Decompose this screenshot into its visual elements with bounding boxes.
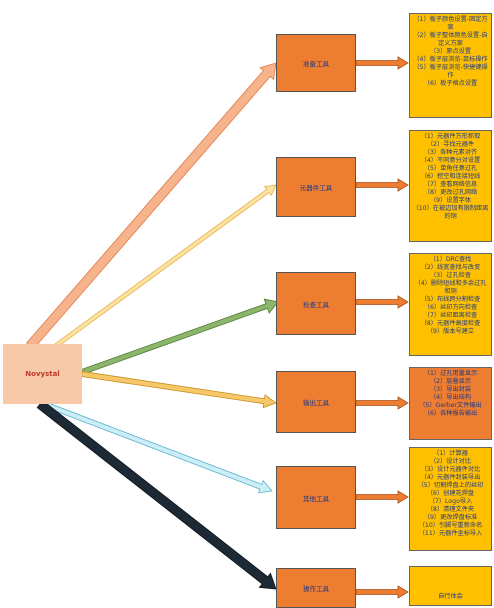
- detail-item: （6）挖空和连接短线: [420, 173, 481, 180]
- arrow-to-component: [48, 184, 277, 353]
- detail-item: （8）清理文件夹: [426, 506, 475, 513]
- detail-item: （6）创建花焊盘: [426, 490, 475, 497]
- detail-item: （2）层叠显示: [429, 378, 472, 385]
- category-node-output: 输出工具: [276, 371, 356, 433]
- detail-item: （7）Logo导入: [428, 498, 473, 505]
- category-label: 准备工具: [303, 60, 329, 68]
- detail-item: （6）丝印方向检查: [423, 304, 478, 311]
- detail-item: （1）DRC查找: [429, 256, 472, 263]
- detail-item: （3）导出封装: [429, 386, 472, 393]
- detail-item: （10）引脚号重新命名: [418, 522, 483, 529]
- link-arrow-prepare: [355, 56, 409, 70]
- category-node-operate: 操作工具: [276, 568, 356, 608]
- detail-item: （2）线宽查找与改变: [420, 264, 481, 271]
- category-label: 其他工具: [303, 494, 329, 503]
- arrow-to-check: [80, 298, 279, 375]
- link-arrow-output: [355, 396, 409, 410]
- category-node-check: 检查工具: [276, 272, 356, 335]
- category-label: 输出工具: [303, 399, 329, 407]
- detail-item: （4）板子层浏览-鼠标操作: [413, 56, 488, 63]
- detail-item: （1）元器件方形抓取: [420, 133, 481, 140]
- detail-item: （4）元器件封装导出: [420, 474, 481, 481]
- detail-item: （3）各种元素对齐: [423, 149, 478, 156]
- detail-item: （3）原点设置: [429, 48, 472, 55]
- detail-item: （7）查看网络信息: [423, 181, 478, 188]
- detail-item: （2）设计对比: [429, 458, 472, 465]
- detail-item: （1）板子颜色设置-固定方案: [413, 16, 488, 31]
- detail-item: （2）板子整体颜色设置-自定义方案: [413, 32, 488, 47]
- detail-item: （4）导出结构: [429, 394, 472, 401]
- category-label: 检查工具: [303, 300, 329, 309]
- detail-item: （5）Gerber文件输出: [419, 402, 482, 409]
- root-label: Novystal: [25, 370, 60, 378]
- arrow-to-output: [81, 371, 277, 409]
- category-label: 操作工具: [303, 585, 329, 593]
- category-node-other: 其他工具: [276, 466, 356, 529]
- detail-item: （11）元器件坐标导入: [418, 530, 483, 537]
- detail-box-prepare: （1）板子颜色设置-固定方案 （2）板子整体颜色设置-自定义方案 （3）原点设置…: [409, 13, 492, 118]
- detail-item: （5）板子层浏览-快捷键操作: [413, 64, 488, 79]
- detail-item: （4）删除短线和多余过孔和铜: [414, 280, 487, 295]
- category-node-component: 元器件工具: [276, 157, 356, 217]
- detail-item: （9）更改焊盘标准: [423, 514, 478, 521]
- detail-item: （1）计算器: [433, 450, 468, 457]
- detail-item: （5）布线跨分割检查: [420, 296, 481, 303]
- root-node: Novystal: [3, 344, 82, 404]
- detail-item: （1）过孔用量显示: [423, 370, 478, 377]
- arrow-to-operate: [36, 399, 277, 590]
- detail-item: （9）版本号建立: [426, 328, 475, 335]
- detail-item: 自行体会: [438, 593, 463, 600]
- category-node-prepare: 准备工具: [276, 34, 356, 92]
- detail-item: （4）不同意分对设置: [420, 157, 481, 164]
- detail-box-check: （1）DRC查找 （2）线宽查找与改变 （3）过孔检查 （4）删除短线和多余过孔…: [409, 253, 492, 356]
- detail-item: （6）板子格点设置: [423, 80, 478, 87]
- link-arrow-operate: [355, 585, 409, 599]
- category-label: 元器件工具: [299, 184, 333, 192]
- detail-box-component: （1）元器件方形抓取 （2）寻找元器件 （3）各种元素对齐 （4）不同意分对设置…: [409, 130, 492, 242]
- link-arrow-component: [355, 178, 409, 192]
- arrow-to-other: [42, 401, 273, 494]
- detail-item: （2）寻找元器件: [426, 141, 475, 148]
- detail-item: （8）元器件高度检查: [420, 320, 481, 327]
- detail-item: （5）切割焊盘上的丝印: [417, 482, 484, 489]
- detail-box-output: （1）过孔用量显示 （2）层叠显示 （3）导出封装 （4）导出结构 （5）Ger…: [409, 367, 492, 440]
- link-arrow-check: [355, 295, 409, 309]
- detail-box-operate: 自行体会: [409, 566, 492, 606]
- detail-item: （10）在被边加有限制距离的铜: [412, 205, 489, 220]
- detail-item: （7）丝印距离检查: [423, 312, 478, 319]
- arrow-to-prepare: [26, 62, 277, 350]
- detail-item: （3）过孔检查: [429, 272, 472, 279]
- detail-item: （6）各种报告输出: [423, 410, 478, 417]
- detail-item: （8）更改过孔网络: [423, 189, 478, 196]
- detail-item: （3）设计元器件对比: [420, 466, 481, 473]
- link-arrow-other: [355, 490, 409, 504]
- detail-item: （5）单角任意过孔: [423, 165, 478, 172]
- detail-item: （9）设置字体: [429, 197, 472, 204]
- detail-box-other: （1）计算器 （2）设计对比 （3）设计元器件对比 （4）元器件封装导出 （5）…: [409, 447, 492, 551]
